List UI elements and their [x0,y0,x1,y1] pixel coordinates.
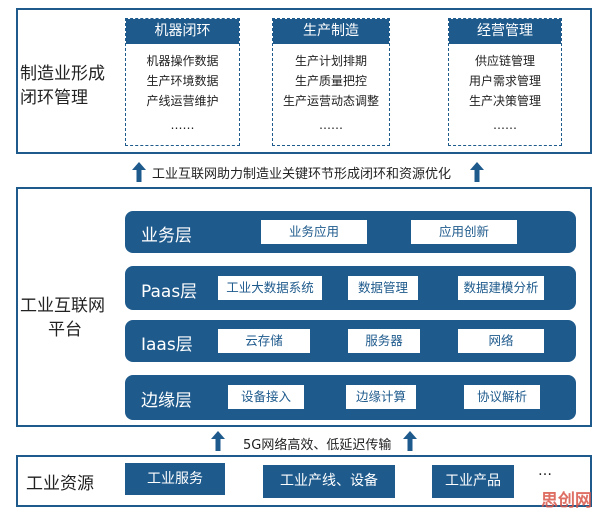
module-item: 生产计划排期 [294,54,367,68]
closed-loop-title-line2: 闭环管理 [20,88,88,108]
closed-loop-management-panel: 制造业形成 闭环管理 机器闭环 机器操作数据 生产环境数据 产线运营维护 …… … [16,8,592,154]
resources-more: … [538,463,552,479]
module-title: 生产制造 [273,19,389,44]
resource-industrial-service: 工业服务 [125,463,225,495]
chip-industrial-bigdata: 工业大数据系统 [218,276,322,300]
watermark: 思创网 [541,491,592,511]
module-ellipsis: …… [319,118,343,132]
platform-title-line1: 工业互联网 [20,296,105,316]
module-operations: 经营管理 供应链管理 用户需求管理 生产决策管理 …… [448,18,562,146]
closed-loop-caption: 工业互联网助力制造业关键环节形成闭环和资源优化 [152,167,452,182]
up-arrow-icon [403,431,417,451]
module-ellipsis: …… [170,118,195,132]
layer-edge: 边缘层 设备接入 边缘计算 协议解析 [125,375,576,420]
module-item: 供应链管理 [474,54,535,68]
chip-protocol-parsing: 协议解析 [464,385,540,409]
up-arrow-icon [470,162,484,182]
closed-loop-title: 制造业形成 闭环管理 [20,62,105,110]
layer-name: 业务层 [141,226,192,246]
up-arrow-icon [211,431,225,451]
chip-edge-computing: 边缘计算 [346,385,416,409]
module-title: 机器闭环 [126,19,239,44]
module-item: 生产决策管理 [468,94,541,108]
module-item: 生产环境数据 [146,74,219,88]
layer-iaas: Iaas层 云存储 服务器 网络 [125,320,576,362]
chip-server: 服务器 [348,329,420,353]
layer-name: Iaas层 [141,335,193,355]
layer-paas: Paas层 工业大数据系统 数据管理 数据建模分析 [125,266,576,310]
module-title: 经营管理 [449,19,561,44]
layer-name: Paas层 [141,282,198,302]
network-caption: 5G网络高效、低延迟传输 [243,438,392,453]
resource-industrial-product: 工业产品 [432,465,514,498]
resource-production-line: 工业产线、设备 [263,465,395,498]
layer-business: 业务层 业务应用 应用创新 [125,211,576,253]
module-machine-loop: 机器闭环 机器操作数据 生产环境数据 产线运营维护 …… [125,18,240,146]
up-arrow-icon [132,162,146,182]
layer-name: 边缘层 [141,391,192,411]
module-item: 机器操作数据 [146,54,219,68]
module-item: 产线运营维护 [146,94,219,108]
module-item: 生产运营动态调整 [282,94,379,108]
chip-cloud-storage: 云存储 [218,329,310,353]
module-ellipsis: …… [493,118,517,132]
chip-data-modeling: 数据建模分析 [458,276,544,300]
chip-business-app: 业务应用 [261,220,367,244]
platform-title: 工业互联网 平台 [20,294,105,342]
chip-app-innovation: 应用创新 [411,220,517,244]
module-production: 生产制造 生产计划排期 生产质量把控 生产运营动态调整 …… [272,18,390,146]
chip-device-access: 设备接入 [228,385,304,409]
chip-network: 网络 [458,329,544,353]
module-item: 用户需求管理 [468,74,541,88]
industrial-resources-panel: 工业资源 工业服务 工业产线、设备 工业产品 … [16,455,592,507]
resources-title: 工业资源 [26,474,94,494]
module-item: 生产质量把控 [294,74,367,88]
platform-title-line2: 平台 [48,320,82,340]
closed-loop-title-line1: 制造业形成 [20,64,105,84]
chip-data-management: 数据管理 [348,276,418,300]
